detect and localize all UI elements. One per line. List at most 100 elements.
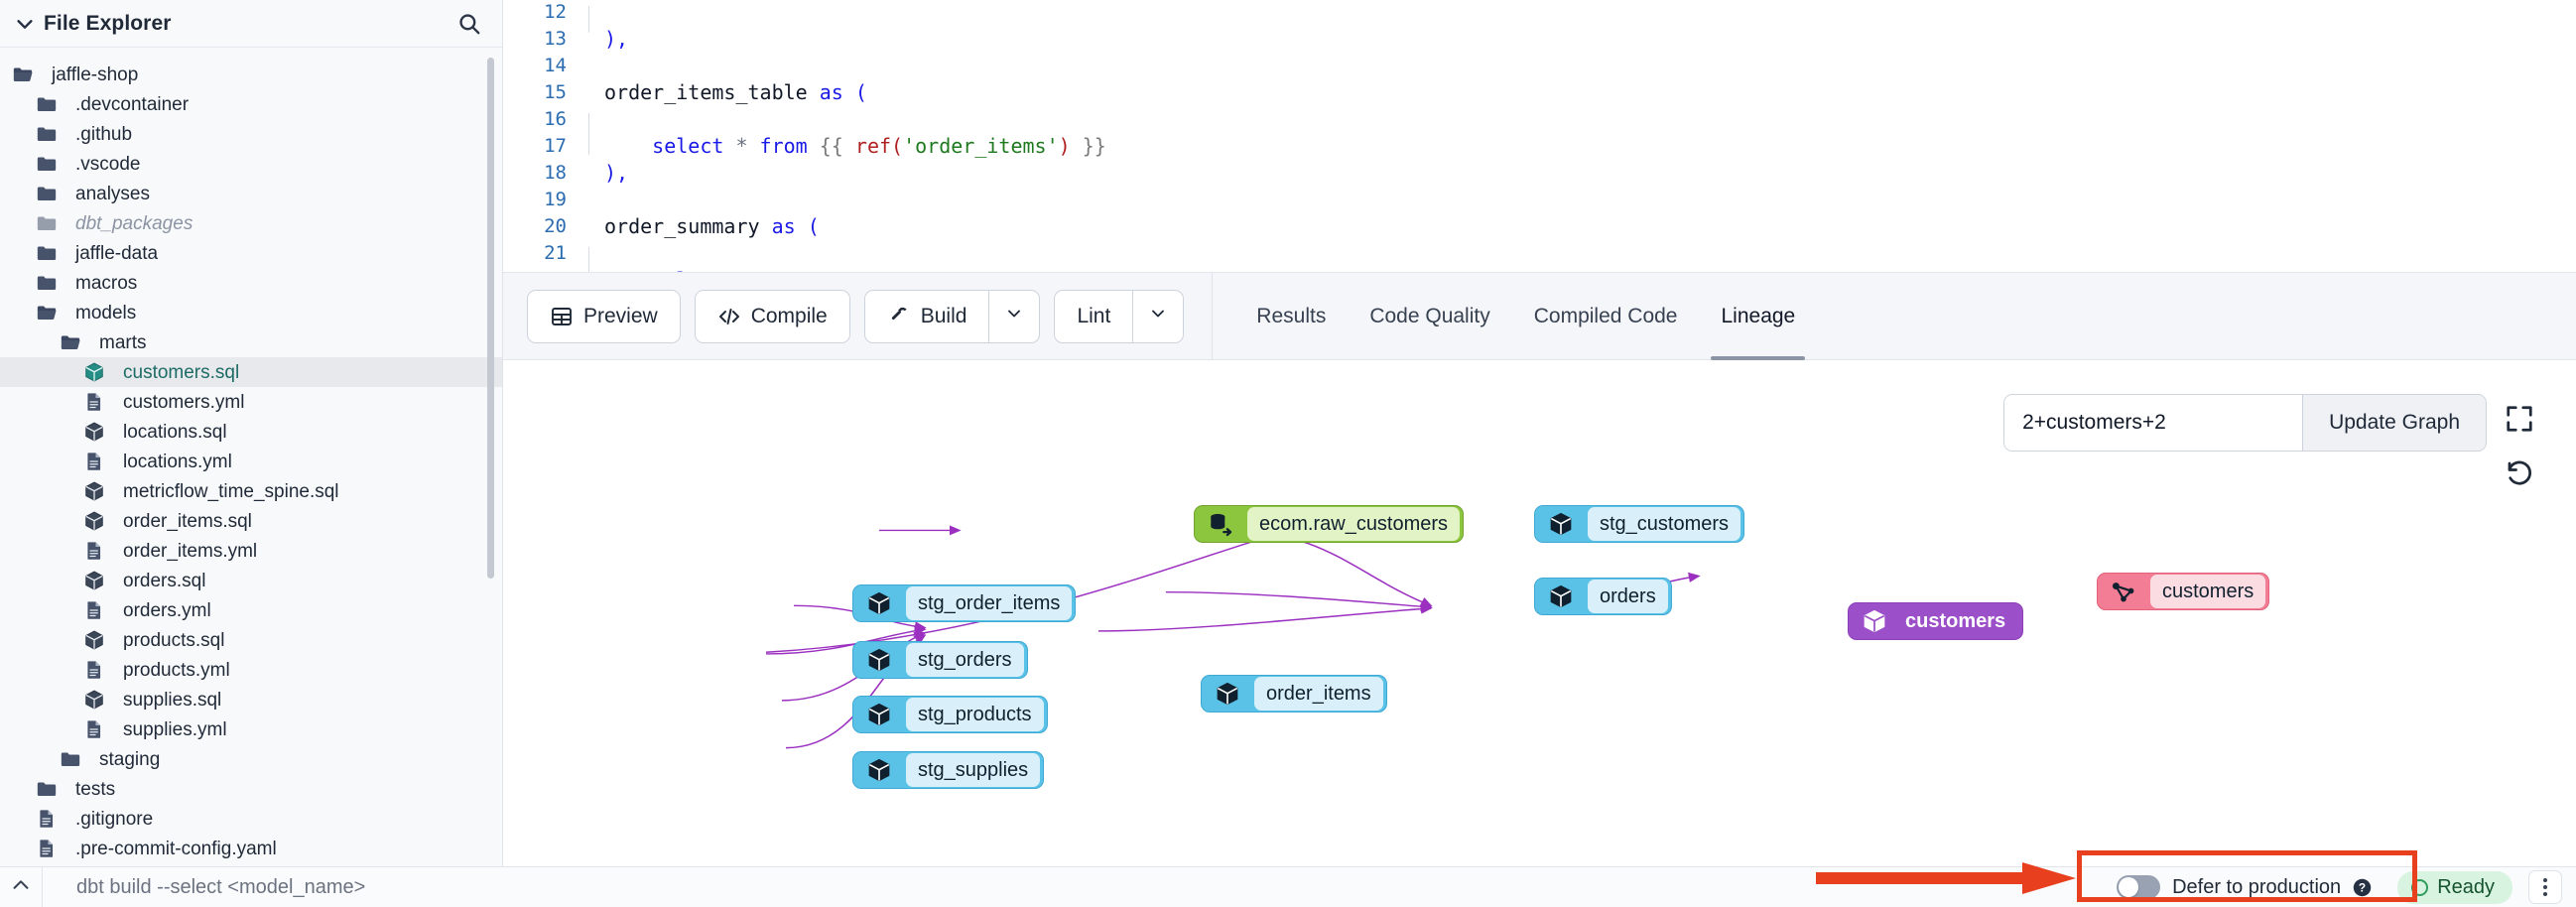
lineage-node-orders[interactable]: orders: [1534, 578, 1672, 615]
folder-open-icon: [60, 331, 90, 353]
lineage-graph-panel[interactable]: Update Graph: [503, 360, 2576, 866]
indent-guide: [588, 127, 589, 155]
lint-button[interactable]: Lint: [1054, 289, 1133, 343]
kebab-dot: [2543, 878, 2547, 882]
tree-item-marts[interactable]: marts: [0, 327, 502, 357]
status-badge: Ready: [2397, 870, 2512, 904]
tree-item-github[interactable]: .github: [0, 119, 502, 149]
line-number: 14: [544, 54, 567, 76]
results-tabs[interactable]: Results Code Quality Compiled Code Lineage: [1234, 273, 1817, 360]
sidebar-scrollbar[interactable]: [487, 58, 494, 579]
folder-icon: [36, 153, 66, 175]
build-dropdown-toggle[interactable]: [988, 289, 1041, 343]
tree-item-pre-commit-config-yaml[interactable]: .pre-commit-config.yaml: [0, 834, 502, 863]
tree-item-label: staging: [99, 748, 161, 770]
code-token: as: [819, 79, 843, 104]
lineage-node-stg-supplies[interactable]: stg_supplies: [852, 751, 1045, 789]
lineage-node-ecom-raw-customers[interactable]: ecom.raw_customers: [1194, 505, 1465, 543]
yaml-file-icon: [83, 540, 114, 562]
update-graph-button[interactable]: Update Graph: [2302, 395, 2486, 451]
lineage-node-customers-model[interactable]: customers: [1848, 602, 2024, 640]
tree-item-orders-sql[interactable]: orders.sql: [0, 566, 502, 595]
tab-compiled-code[interactable]: Compiled Code: [1533, 304, 1678, 327]
lineage-node-customers-exposure[interactable]: customers: [2097, 573, 2270, 610]
search-icon[interactable]: [456, 11, 482, 37]
tree-item-label: metricflow_time_spine.sql: [123, 480, 339, 502]
tree-item-models[interactable]: models: [0, 298, 502, 327]
tree-item-orders-yml[interactable]: orders.yml: [0, 595, 502, 625]
tree-item-customers-yml[interactable]: customers.yml: [0, 387, 502, 417]
help-circle-icon[interactable]: ?: [2353, 878, 2372, 897]
tree-item-dbt-packages[interactable]: dbt_packages: [0, 208, 502, 238]
tree-item-label: analyses: [75, 183, 150, 204]
code-text: ),: [588, 27, 628, 51]
tree-item-analyses[interactable]: analyses: [0, 179, 502, 208]
yaml-file-icon: [83, 451, 114, 472]
tree-item-customers-sql[interactable]: customers.sql: [0, 357, 502, 387]
kebab-menu-icon[interactable]: [2528, 870, 2562, 904]
lineage-node-stg-order-items[interactable]: stg_order_items: [852, 584, 1077, 622]
code-text: select: [588, 261, 723, 272]
table-grid-icon: [550, 305, 574, 328]
tree-item-label: order_items.yml: [123, 540, 258, 562]
code-line: 22 select: [503, 261, 2576, 272]
defer-to-production-control[interactable]: Defer to production ?: [2107, 875, 2382, 899]
model-cube-icon: [861, 647, 899, 673]
tree-item-order-items-yml[interactable]: order_items.yml: [0, 536, 502, 566]
tree-item-tests[interactable]: tests: [0, 774, 502, 804]
compile-button[interactable]: Compile: [694, 289, 850, 343]
command-hint[interactable]: dbt build --select <model_name>: [76, 875, 366, 898]
file-tree[interactable]: jaffle-shop .devcontainer .github .vscode an…: [0, 48, 502, 866]
code-token: }}: [1082, 133, 1106, 158]
tree-item-label: .vscode: [75, 153, 141, 175]
tree-item-jaffle-data[interactable]: jaffle-data: [0, 238, 502, 268]
lineage-node-stg-customers[interactable]: stg_customers: [1534, 505, 1745, 543]
code-line: 16: [503, 105, 2576, 140]
code-token: {{: [819, 133, 843, 158]
tree-item-metricflow-time-spine-sql[interactable]: metricflow_time_spine.sql: [0, 476, 502, 506]
expand-fullscreen-icon[interactable]: [2505, 404, 2534, 434]
tree-item-macros[interactable]: macros: [0, 268, 502, 298]
graph-selector-input[interactable]: [2004, 395, 2303, 451]
preview-button[interactable]: Preview: [527, 289, 681, 343]
tree-item-supplies-yml[interactable]: supplies.yml: [0, 714, 502, 744]
chevron-down-icon[interactable]: [14, 13, 36, 35]
tree-item-locations-sql[interactable]: locations.sql: [0, 417, 502, 447]
tree-item-products-yml[interactable]: products.yml: [0, 655, 502, 685]
file-explorer-header: File Explorer: [0, 0, 502, 48]
lineage-node-stg-orders[interactable]: stg_orders: [852, 641, 1028, 679]
collapse-panel-button[interactable]: [0, 867, 42, 907]
tree-item-supplies-sql[interactable]: supplies.sql: [0, 685, 502, 714]
lineage-node-label: customers: [2150, 575, 2266, 608]
code-token: ): [1058, 133, 1071, 158]
build-button[interactable]: Build: [863, 289, 989, 343]
tree-item-jaffle-shop[interactable]: jaffle-shop: [0, 60, 502, 89]
tree-item-order-items-sql[interactable]: order_items.sql: [0, 506, 502, 536]
yaml-file-icon: [83, 391, 114, 413]
tab-lineage[interactable]: Lineage: [1699, 273, 1817, 360]
tab-code-quality[interactable]: Code Quality: [1369, 304, 1490, 327]
tree-item-locations-yml[interactable]: locations.yml: [0, 447, 502, 476]
lineage-node-order-items[interactable]: order_items: [1201, 675, 1387, 713]
folder-icon: [36, 123, 66, 145]
defer-toggle[interactable]: [2117, 875, 2161, 899]
reset-rotate-icon[interactable]: [2505, 459, 2534, 489]
code-line: 18),: [503, 159, 2576, 186]
lineage-node-stg-products[interactable]: stg_products: [852, 696, 1048, 733]
chevron-down-icon: [1004, 304, 1024, 328]
tree-item-devcontainer[interactable]: .devcontainer: [0, 89, 502, 119]
file-explorer-sidebar: File Explorer jaffle-shop .devcontainer .g…: [0, 0, 503, 866]
lineage-node-label: stg_products: [906, 698, 1044, 731]
tree-item-vscode[interactable]: .vscode: [0, 149, 502, 179]
tree-item-label: products.yml: [123, 659, 230, 681]
workspace-split: File Explorer jaffle-shop .devcontainer .g…: [0, 0, 2576, 866]
tree-item-products-sql[interactable]: products.sql: [0, 625, 502, 655]
tree-item-staging[interactable]: staging: [0, 744, 502, 774]
tree-item-gitignore[interactable]: .gitignore: [0, 804, 502, 834]
code-line: 13),: [503, 25, 2576, 52]
tree-item-label: .devcontainer: [75, 93, 190, 115]
tab-results[interactable]: Results: [1256, 304, 1327, 327]
lint-dropdown-toggle[interactable]: [1132, 289, 1185, 343]
